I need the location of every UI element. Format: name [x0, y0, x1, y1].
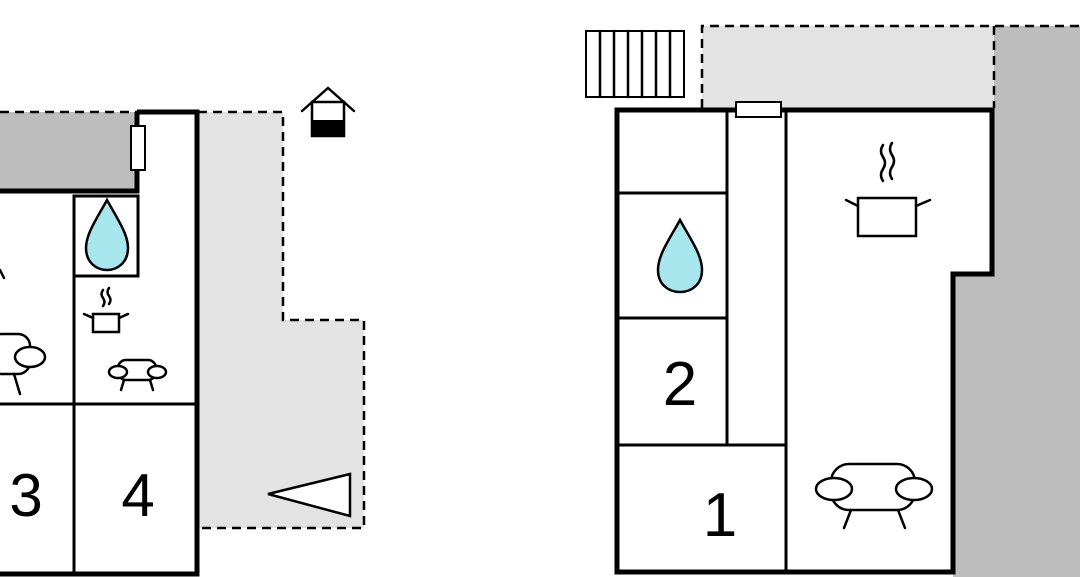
room-number-3: 3 — [9, 462, 42, 529]
room-number-2: 2 — [663, 350, 697, 419]
triangle-marker-icon — [267, 472, 352, 518]
partial-mark — [0, 268, 6, 280]
terrace-area-right — [702, 26, 994, 108]
sofa-icon-partial — [0, 332, 47, 396]
sofa-icon — [107, 358, 168, 392]
cooking-pot-icon — [82, 286, 130, 334]
window-right — [735, 101, 782, 118]
right-floor-plan: 2 1 — [585, 24, 1080, 577]
room-number-1: 1 — [703, 481, 737, 550]
left-floor-plan: 3 4 — [0, 86, 366, 577]
window-left — [130, 125, 146, 171]
grey-area-right — [953, 26, 1080, 577]
water-drop-icon — [84, 197, 130, 272]
water-drop-icon-right — [656, 217, 704, 294]
house-entrance-icon — [300, 86, 356, 138]
room-number-4: 4 — [121, 462, 154, 529]
terrace-outline-right — [700, 24, 1080, 108]
interior-walls-right — [617, 110, 788, 572]
terrace-area-left — [198, 112, 364, 528]
terrace-outline-left — [198, 110, 366, 530]
sofa-icon-right — [814, 462, 934, 530]
stairs-icon — [585, 29, 685, 99]
right-building-walls — [614, 107, 995, 575]
grey-room-left — [0, 112, 137, 191]
cooking-pot-icon-right — [844, 141, 932, 238]
interior-walls-left — [0, 196, 197, 574]
